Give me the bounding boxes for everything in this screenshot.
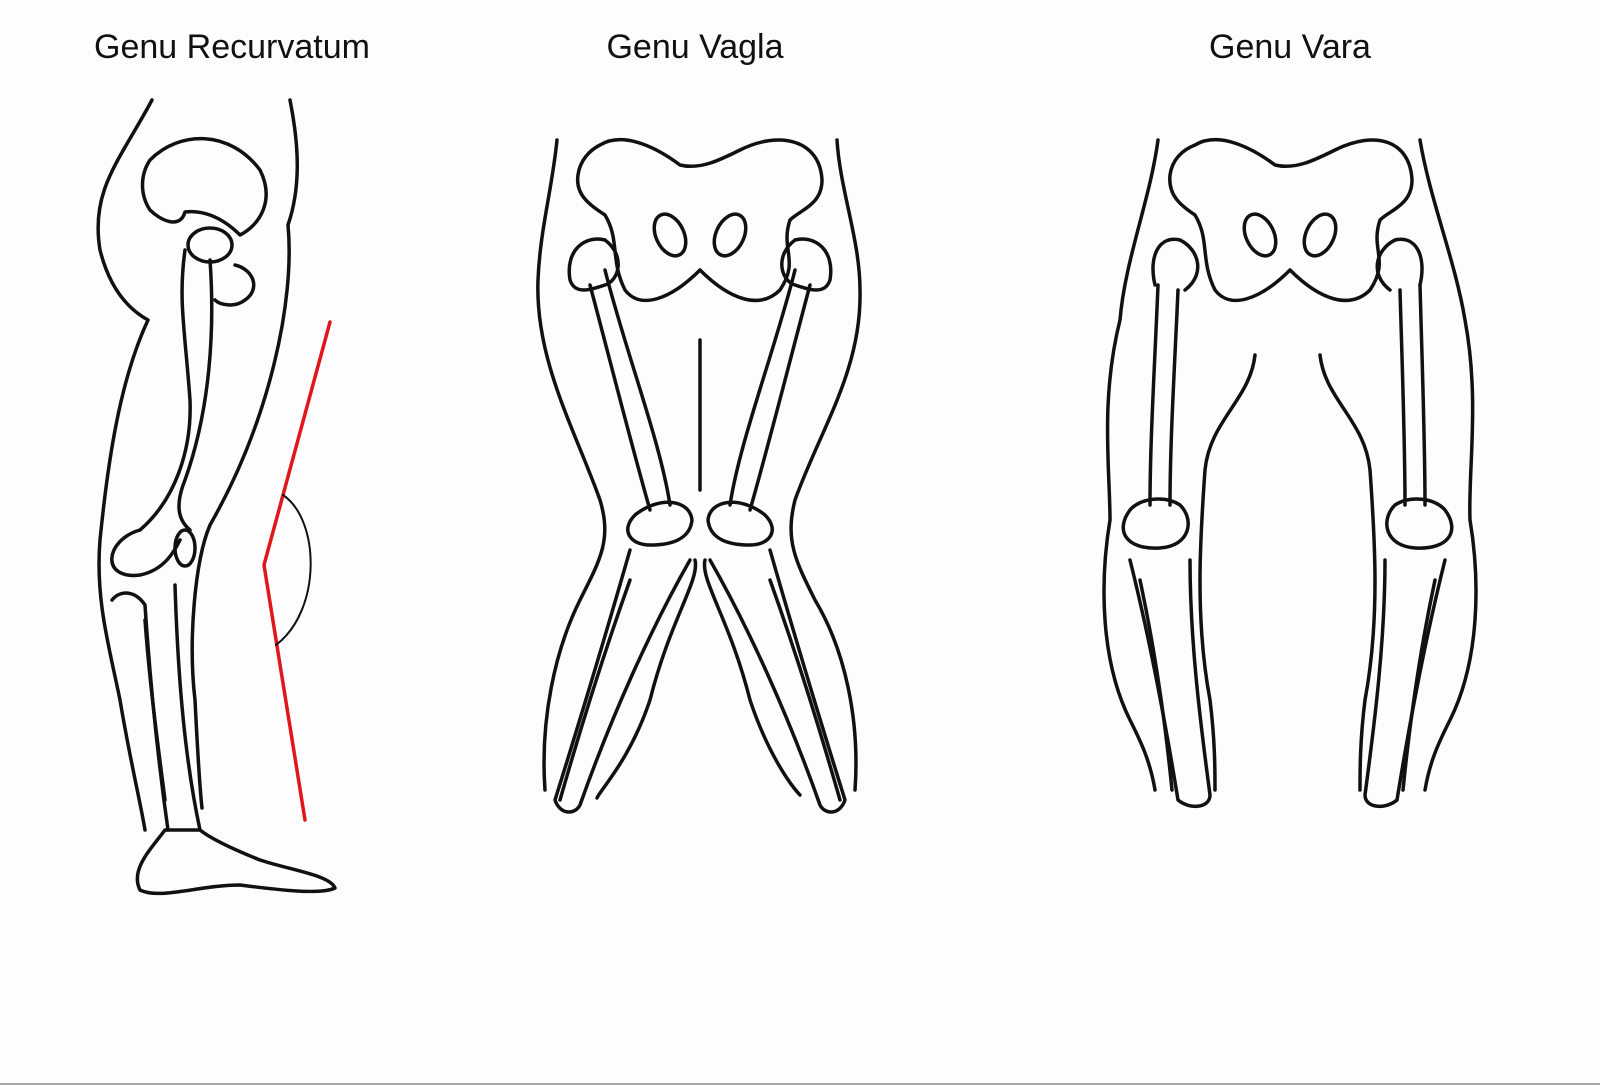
obturator-left bbox=[1242, 212, 1278, 258]
outline-left bbox=[1102, 138, 1160, 792]
femur-left bbox=[1148, 283, 1180, 507]
tibia-right bbox=[1363, 558, 1447, 808]
outline-right bbox=[789, 138, 862, 792]
tibia-left bbox=[553, 548, 692, 814]
pelvis bbox=[140, 137, 268, 237]
fibula-right bbox=[1401, 578, 1437, 792]
obturator-right bbox=[712, 212, 748, 258]
inner-left bbox=[1198, 353, 1257, 792]
outline-right bbox=[1418, 138, 1478, 792]
genu-recurvatum-figure bbox=[96, 98, 337, 896]
inner-leg bbox=[595, 558, 802, 800]
obturator-right bbox=[1302, 212, 1338, 258]
title-genu-valga: Genu Vagla bbox=[606, 28, 784, 66]
femur-right bbox=[1398, 283, 1427, 507]
foot bbox=[135, 828, 337, 896]
outline-left bbox=[536, 138, 607, 792]
femur-condyle bbox=[110, 528, 182, 578]
femoral-head bbox=[186, 226, 234, 264]
fibula-right bbox=[768, 578, 842, 802]
leg-outline-back bbox=[96, 98, 154, 832]
knee-right bbox=[706, 500, 774, 547]
femoral-head-left bbox=[1151, 237, 1200, 292]
title-genu-vara: Genu Vara bbox=[1209, 28, 1371, 66]
leg-outline-front bbox=[190, 98, 299, 810]
femoral-head-left bbox=[567, 237, 620, 292]
obturator-left bbox=[652, 212, 688, 258]
genu-valga-figure bbox=[536, 138, 862, 814]
knee-left bbox=[1121, 497, 1190, 550]
tibia bbox=[110, 583, 202, 832]
femur-right bbox=[728, 268, 812, 512]
femoral-head-right bbox=[1375, 237, 1424, 292]
inner-right bbox=[1318, 353, 1377, 792]
title-genu-recurvatum: Genu Recurvatum bbox=[94, 28, 370, 66]
tibia-left bbox=[1128, 558, 1212, 808]
pelvis bbox=[575, 138, 824, 303]
fibula-left bbox=[558, 578, 632, 802]
genu-vara-figure bbox=[1102, 138, 1478, 808]
knee-left bbox=[626, 500, 694, 547]
knee-angle-line bbox=[262, 320, 332, 822]
knee-angle-arc bbox=[275, 494, 312, 646]
tibia-right bbox=[708, 548, 847, 814]
pelvis bbox=[1168, 138, 1414, 303]
bottom-border bbox=[0, 1083, 1600, 1085]
femur bbox=[138, 248, 214, 532]
fibula-left bbox=[1138, 578, 1174, 792]
patella bbox=[173, 528, 197, 568]
hip-socket bbox=[213, 263, 256, 307]
femoral-head-right bbox=[780, 237, 833, 292]
knee-right bbox=[1385, 497, 1454, 550]
femur-left bbox=[588, 268, 672, 512]
fibula bbox=[143, 618, 167, 802]
